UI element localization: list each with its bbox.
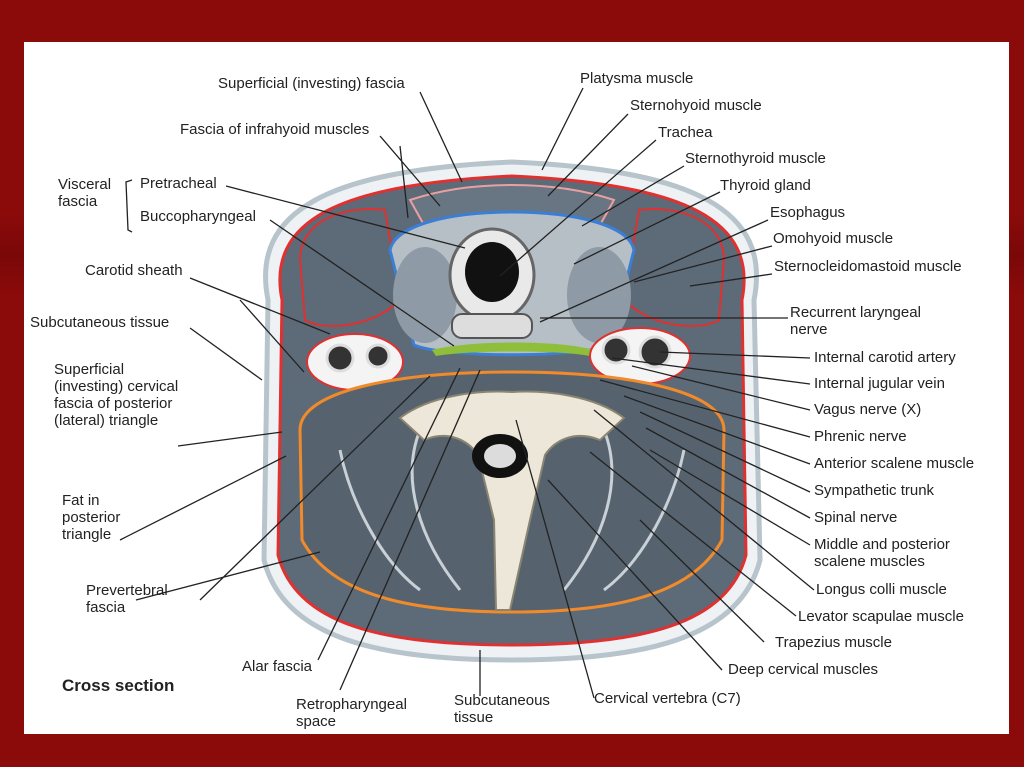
label-retropharyngeal-space: Retropharyngeal space xyxy=(296,696,407,730)
left-carotid xyxy=(365,343,391,369)
label-omohyoid-muscle: Omohyoid muscle xyxy=(773,230,894,247)
label-platysma-muscle: Platysma muscle xyxy=(580,70,694,87)
label-sternocleidomastoid-muscle: Sternocleidomastoid muscle xyxy=(774,258,962,275)
label-sternohyoid-muscle: Sternohyoid muscle xyxy=(630,97,762,114)
label-buccopharyngeal: Buccopharyngeal xyxy=(140,208,256,225)
label-sternothyroid-muscle: Sternothyroid muscle xyxy=(685,150,826,167)
label-deep-cervical-muscles: Deep cervical muscles xyxy=(728,661,879,678)
esophagus xyxy=(451,313,533,339)
label-internal-jugular-vein: Internal jugular vein xyxy=(814,375,945,392)
label-fat-in-posterior-triangle: Fat in posterior triangle xyxy=(62,492,121,543)
thyroid-left-lobe xyxy=(393,247,457,343)
label-alar-fascia: Alar fascia xyxy=(242,658,313,675)
label-recurrent-laryngeal-nerve: Recurrent laryngeal nerve xyxy=(790,304,921,338)
label-esophagus: Esophagus xyxy=(770,204,846,221)
label-trapezius-muscle: Trapezius muscle xyxy=(775,634,892,651)
label-middle-and-posterior-scalene-muscles: Middle and posterior scalene muscles xyxy=(814,536,950,570)
label-fascia-of-infrahyoid-muscles: Fascia of infrahyoid muscles xyxy=(180,121,370,138)
figure-caption: Cross section xyxy=(62,676,175,695)
label-superficial-investing-fascia: Superficial (investing) fascia xyxy=(218,75,405,92)
label-prevertebral-fascia: Prevertebral fascia xyxy=(86,582,168,616)
label-thyroid-gland: Thyroid gland xyxy=(720,177,811,194)
label-pretracheal: Pretracheal xyxy=(140,175,217,192)
label-spinal-nerve: Spinal nerve xyxy=(814,509,898,526)
label-vagus-nerve: Vagus nerve (X) xyxy=(814,401,922,418)
label-phrenic-nerve: Phrenic nerve xyxy=(814,428,907,445)
sternocleidomastoid-right xyxy=(622,208,726,327)
label-anterior-scalene-muscle: Anterior scalene muscle xyxy=(814,455,975,472)
label-levator-scapulae-muscle: Levator scapulae muscle xyxy=(798,608,964,625)
buccopharyngeal-fascia xyxy=(432,342,594,356)
label-carotid-sheath: Carotid sheath xyxy=(85,262,183,279)
label-longus-colli-muscle: Longus colli muscle xyxy=(816,581,947,598)
label-superficial-cervical-fascia-posterior: Superficial (investing) cervical fascia … xyxy=(54,361,179,429)
label-sympathetic-trunk: Sympathetic trunk xyxy=(814,482,935,499)
spinal-cord xyxy=(484,444,516,468)
right-jugular xyxy=(601,335,631,365)
label-subcutaneous-tissue-bottom: Subcutaneous tissue xyxy=(454,692,550,726)
vertebra xyxy=(398,390,626,611)
label-subcutaneous-tissue-left: Subcutaneous tissue xyxy=(30,314,170,331)
left-jugular xyxy=(325,343,355,373)
label-cervical-vertebra: Cervical vertebra (C7) xyxy=(594,690,741,707)
label-visceral-fascia: Visceral fascia xyxy=(58,176,112,210)
leader-lines xyxy=(119,87,815,699)
label-internal-carotid-artery: Internal carotid artery xyxy=(814,349,956,366)
trachea-lumen xyxy=(465,242,519,302)
label-trachea: Trachea xyxy=(658,124,713,141)
